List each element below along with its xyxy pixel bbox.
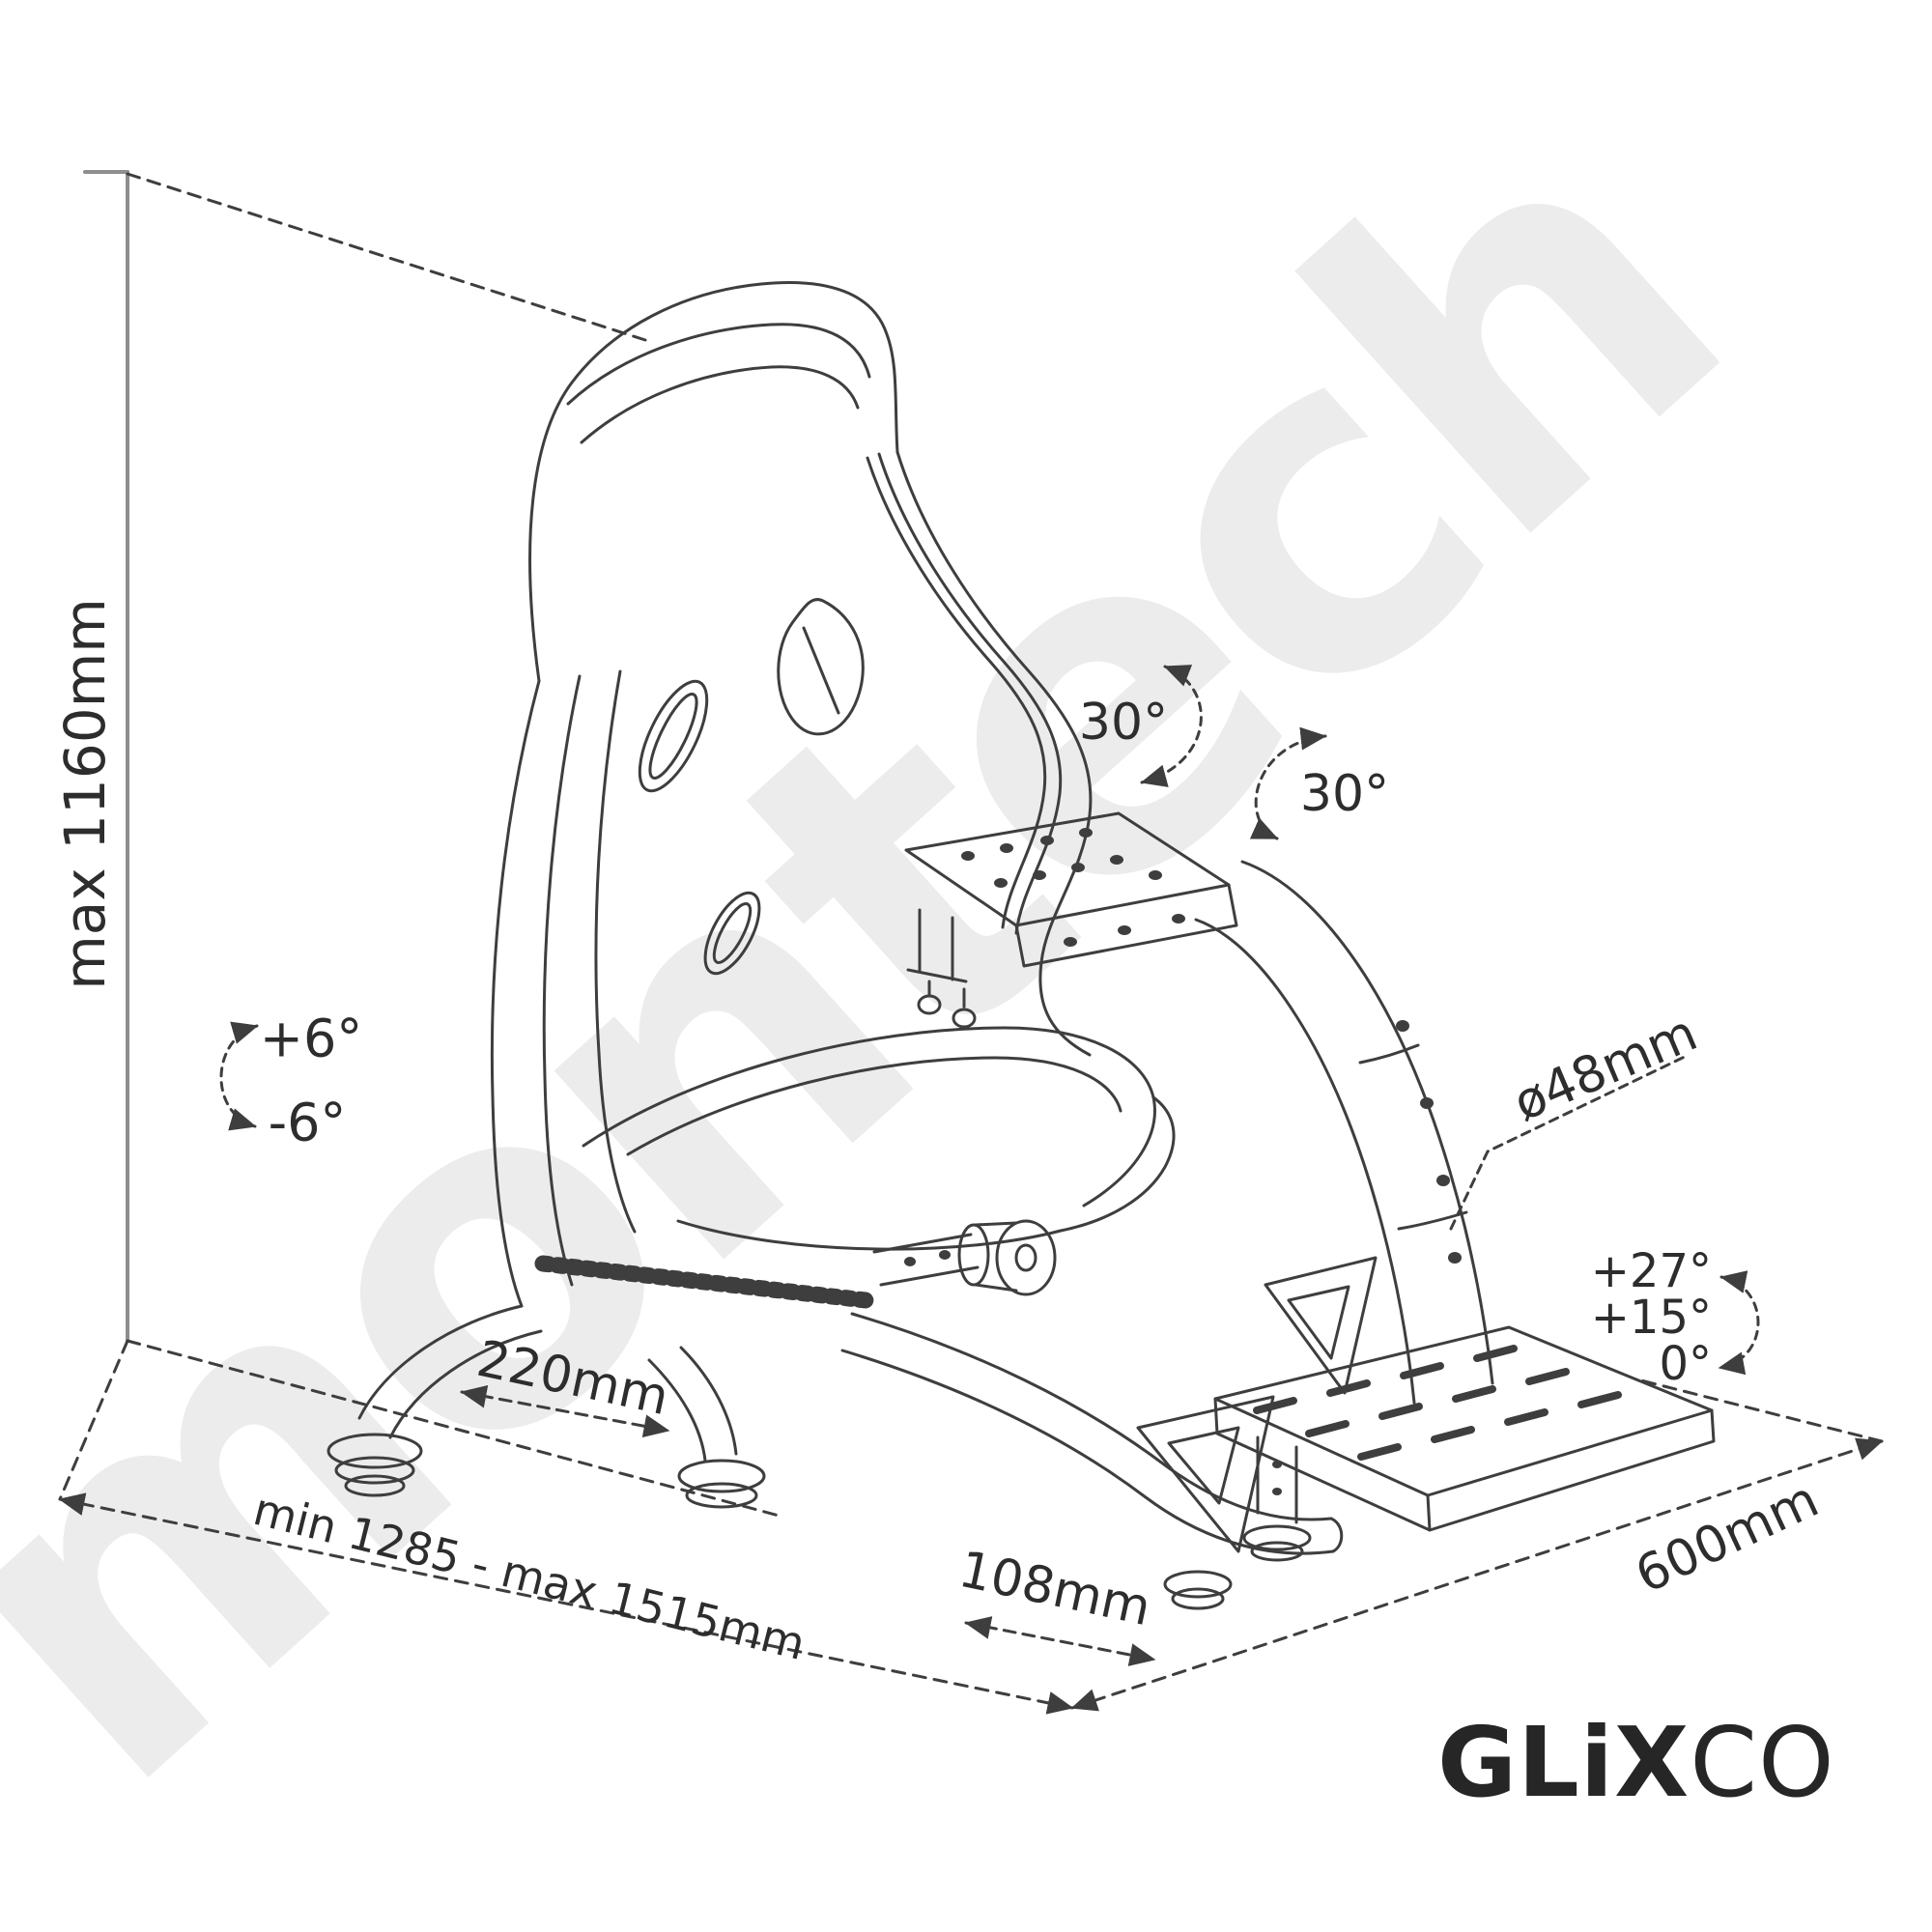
- backrest-tilt-arc: [219, 1021, 259, 1131]
- wheel-rotation-right-label: 30°: [1299, 765, 1390, 823]
- seat-right-edge-inner: [866, 456, 1047, 929]
- seat-slider-rail: [534, 1255, 874, 1309]
- seat-shell-top: [528, 280, 899, 683]
- tube-diameter-leader-line: [1449, 1053, 1690, 1231]
- pedal-tilt-15-label: +15°: [1590, 1291, 1712, 1345]
- width-dimension-line: [1070, 1437, 1884, 1712]
- seat-headrest-band-2: [580, 365, 860, 444]
- pedal-plate-slots: [1253, 1345, 1622, 1461]
- seat-mount-bracket: [872, 1233, 980, 1287]
- glixco-logo-light-part: CO: [1690, 1706, 1835, 1819]
- seat-left-seam: [542, 674, 582, 1287]
- harness-slot-right: [777, 598, 865, 736]
- pedal-plate-drawing: [1213, 1325, 1716, 1562]
- pedal-tilt-arc: [1718, 1270, 1760, 1376]
- floor-back-edge: [126, 1339, 784, 1519]
- backrest-tilt-minus-label: -6°: [268, 1092, 347, 1153]
- length-dimension-line: [58, 1492, 1074, 1715]
- tower-bolt-holes: [1396, 1020, 1462, 1264]
- seat-cushion-bottom: [676, 1219, 1063, 1251]
- frame-spine-endcap: [1329, 1517, 1344, 1553]
- floor-left-edge: [58, 1339, 129, 1501]
- floor-back-right-edge: [1635, 1378, 1884, 1443]
- frame-drawing: [840, 811, 1716, 1610]
- backrest-tilt-plus-label: +6°: [259, 1008, 363, 1069]
- glixco-logo-bold-part: GLiX: [1437, 1706, 1690, 1819]
- frame-feet: [1163, 1570, 1233, 1610]
- seat-right-edge-outer: [895, 450, 1093, 1057]
- harness-slot-left: [638, 679, 709, 793]
- pedal-tilt-labels: +27° +15° 0°: [1499, 1248, 1712, 1387]
- gusset-plates: [1136, 1256, 1378, 1553]
- tower-joint-1: [1397, 1210, 1468, 1231]
- seat-headrest-band-1: [566, 323, 871, 406]
- floor-outline: [58, 1339, 1884, 1715]
- recline-slot: [703, 891, 761, 976]
- glixco-logo: GLiXCO: [1437, 1706, 1835, 1819]
- seat-left-edge: [490, 679, 541, 1308]
- frame-spine-upper: [850, 1312, 1333, 1521]
- wheel-rotation-left-label: 30°: [1078, 694, 1169, 752]
- wheel-plate-drawing: [904, 811, 1238, 1029]
- seat-right-edge-mid: [877, 452, 1063, 935]
- pedal-tilt-0-label: 0°: [1659, 1337, 1712, 1391]
- seat-cushion-seam: [626, 1056, 1122, 1156]
- tower-tube-outer: [1240, 860, 1494, 1385]
- wheel-rotation-arc-left: [1140, 665, 1203, 787]
- adjuster-knob: [957, 1219, 1057, 1296]
- pedal-tilt-27-label: +27°: [1590, 1244, 1712, 1298]
- tower-tube-inner: [1194, 918, 1416, 1405]
- seat-legs: [357, 1304, 738, 1463]
- seat-cushion-front: [1059, 1095, 1176, 1233]
- tower-joint-2: [1358, 1043, 1420, 1065]
- seat-cushion-top: [582, 1026, 1156, 1208]
- pedal-slide-dimension-line: [964, 1616, 1156, 1666]
- wall-reference-lines: [83, 170, 129, 1343]
- seat-feet: [327, 1433, 766, 1509]
- height-extension-line: [126, 172, 647, 342]
- seat-slide-dimension-line: [460, 1384, 670, 1438]
- height-dimension-label: max 1160mm: [52, 598, 118, 990]
- seat-drawing: [327, 280, 1176, 1509]
- wheel-rotation-arc-right: [1249, 726, 1327, 840]
- seat-center-seam: [594, 669, 637, 1234]
